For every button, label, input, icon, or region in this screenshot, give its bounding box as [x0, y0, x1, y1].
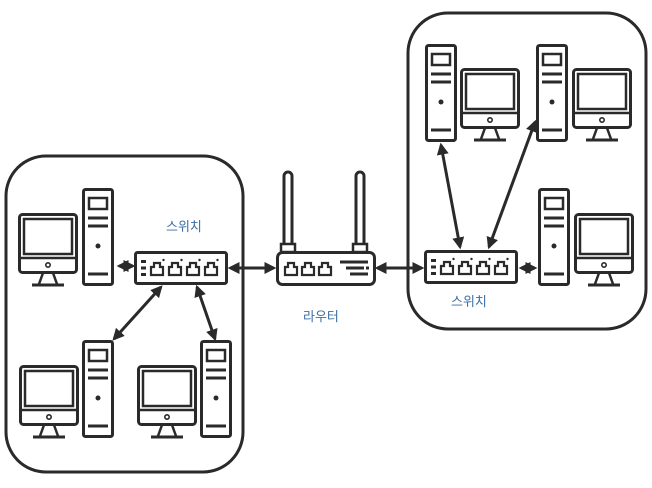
link-left-switch-left-pc-2 [112, 285, 163, 341]
right-switch-label: 스위치 [451, 295, 487, 310]
monitor-icon [572, 68, 632, 142]
monitor-icon [460, 68, 520, 142]
lan-left-boundary [4, 154, 245, 474]
link-left-switch-left-pc-3 [194, 284, 218, 342]
left-switch-icon [136, 253, 227, 284]
left-switch-label: 스위치 [166, 220, 202, 235]
left-pc-3 [137, 340, 232, 439]
router-icon [276, 170, 376, 286]
tower-pc-icon [536, 44, 568, 142]
tower-pc-icon [82, 340, 114, 438]
tower-pc-icon [425, 44, 457, 142]
monitor-icon [18, 213, 78, 287]
left-pc-2 [19, 340, 114, 439]
monitor-icon [137, 365, 197, 439]
tower-pc-icon [200, 340, 232, 438]
right-switch-icon [426, 252, 517, 283]
tower-pc-icon [538, 188, 570, 286]
left-pc-1 [18, 188, 114, 287]
right-pc-1 [425, 44, 520, 142]
lan-right-boundary [406, 11, 648, 331]
router-label: 라우터 [303, 310, 339, 325]
right-pc-2 [536, 44, 632, 142]
monitor-icon [19, 365, 79, 439]
connections [112, 119, 538, 342]
link-right-switch-right-pc-2 [486, 119, 538, 250]
link-right-switch-right-pc-1 [436, 142, 465, 250]
monitor-icon [574, 213, 634, 287]
right-pc-3 [538, 188, 634, 287]
tower-pc-icon [82, 188, 114, 286]
